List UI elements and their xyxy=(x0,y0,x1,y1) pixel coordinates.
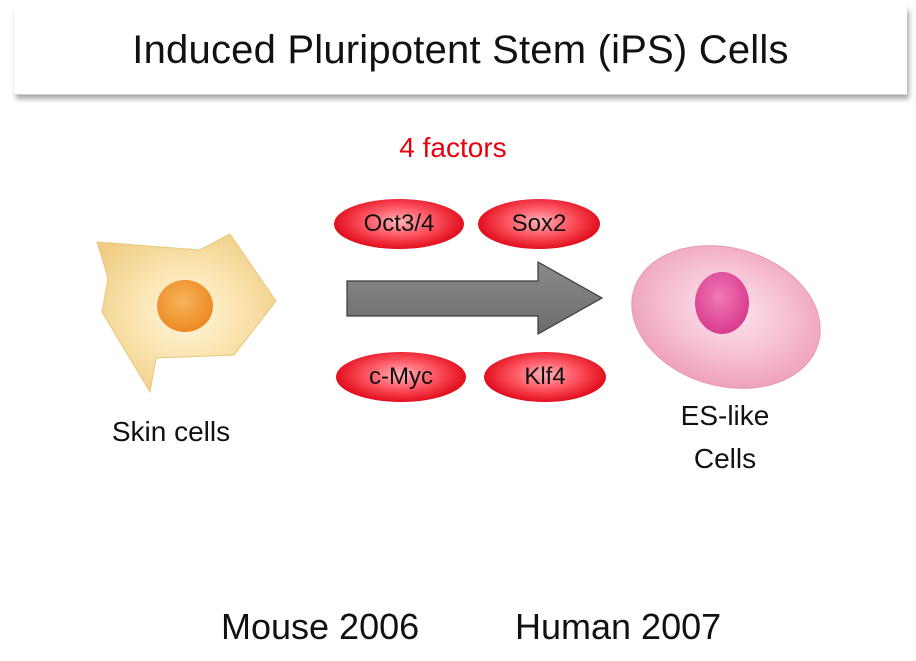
es-like-cells-label: ES-like Cells xyxy=(650,394,800,480)
factors-heading: 4 factors xyxy=(0,132,916,164)
es-like-cell xyxy=(631,245,821,389)
skin-cell xyxy=(96,233,277,394)
factor-oct34-label: Oct3/4 xyxy=(363,210,435,237)
es-cell-nucleus xyxy=(695,272,749,334)
es-like-label-line1: ES-like xyxy=(680,400,770,431)
title-bar: Induced Pluripotent Stem (iPS) Cells xyxy=(14,6,907,95)
skin-cells-label: Skin cells xyxy=(96,410,246,453)
factor-klf4-label: Klf4 xyxy=(524,363,566,390)
human-year-label: Human 2007 xyxy=(515,606,722,647)
mouse-year-label: Mouse 2006 xyxy=(221,606,420,647)
factor-sox2-label: Sox2 xyxy=(511,210,567,237)
factor-oct34: Oct3/4 xyxy=(334,199,464,249)
arrow-shape xyxy=(346,260,604,336)
reprogramming-arrow xyxy=(346,260,604,336)
skin-cells-label-text: Skin cells xyxy=(111,416,231,447)
factor-klf4: Klf4 xyxy=(484,352,606,402)
factors-heading-text: 4 factors xyxy=(399,132,507,163)
factor-cmyc: c-Myc xyxy=(336,352,466,402)
page-title: Induced Pluripotent Stem (iPS) Cells xyxy=(132,27,789,72)
factor-sox2: Sox2 xyxy=(478,199,600,249)
skin-cell-nucleus xyxy=(157,280,213,332)
es-like-label-line2: Cells xyxy=(693,443,757,474)
factor-cmyc-label: c-Myc xyxy=(369,363,433,390)
